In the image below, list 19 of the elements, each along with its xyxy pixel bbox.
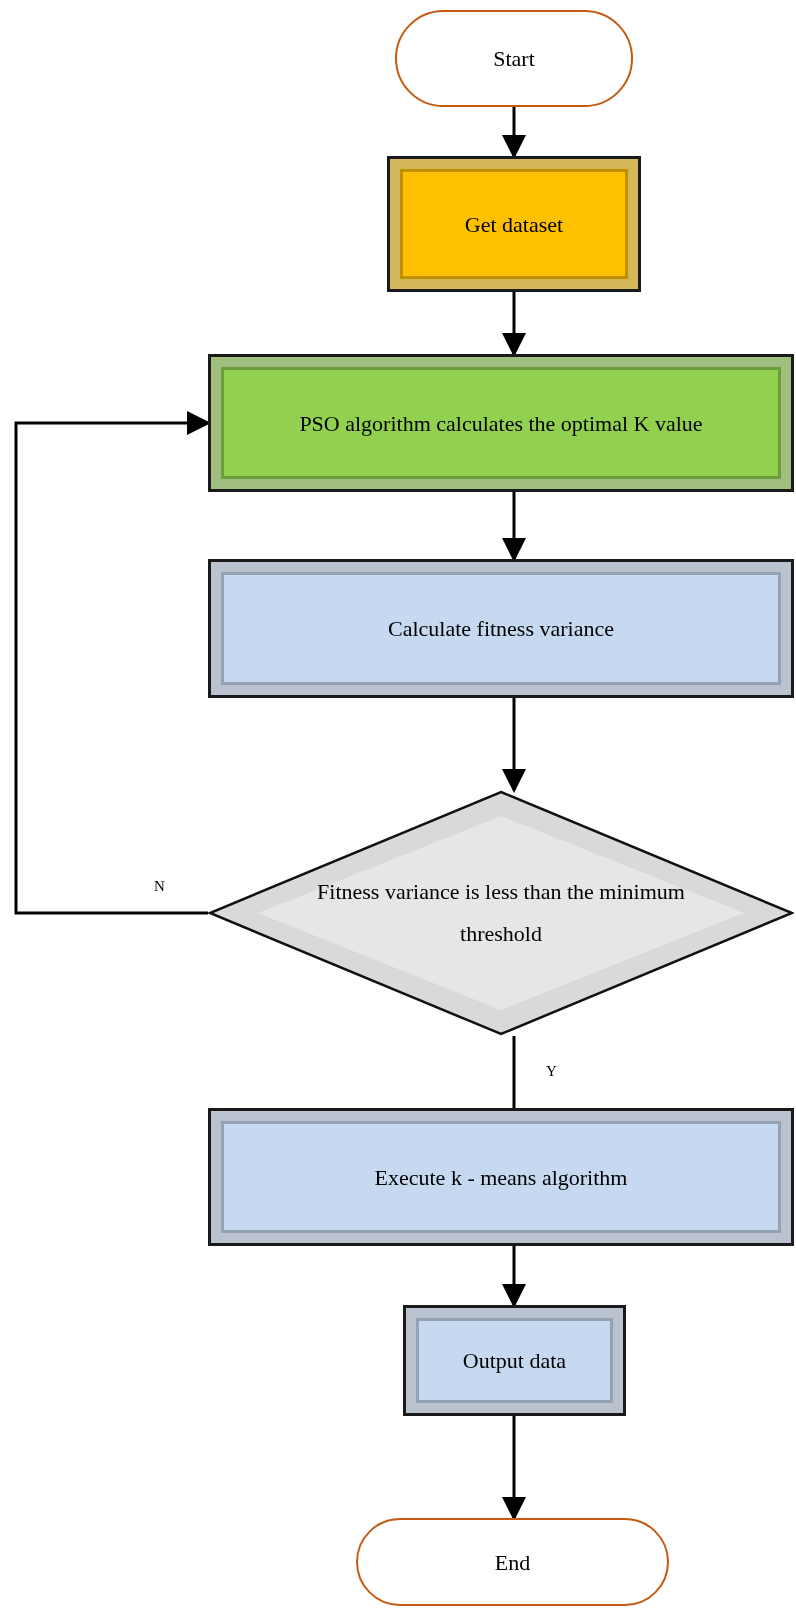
node-text: Start <box>493 45 535 73</box>
process-box <box>208 1108 794 1246</box>
arrow <box>502 698 526 793</box>
arrow <box>14 411 211 915</box>
arrow <box>502 1416 526 1521</box>
process-box <box>208 354 794 492</box>
node-text: Output data <box>462 1347 567 1375</box>
node-text: Get dataset <box>464 210 564 239</box>
decision-diamond <box>208 790 794 1036</box>
process-box <box>403 1305 626 1416</box>
node-text: PSO algorithm calculates the optimal K value <box>299 409 703 438</box>
node-text: Fitness variance is less than the minimum threshold <box>316 878 686 948</box>
node-text: Calculate fitness variance <box>388 615 614 643</box>
node-text: Execute k - means algorithm <box>374 1163 628 1192</box>
process-box <box>387 156 641 292</box>
process-box <box>208 559 794 698</box>
edge-label: Y <box>544 1064 559 1079</box>
node-text: End <box>494 1548 531 1577</box>
edge-label: N <box>152 879 167 894</box>
